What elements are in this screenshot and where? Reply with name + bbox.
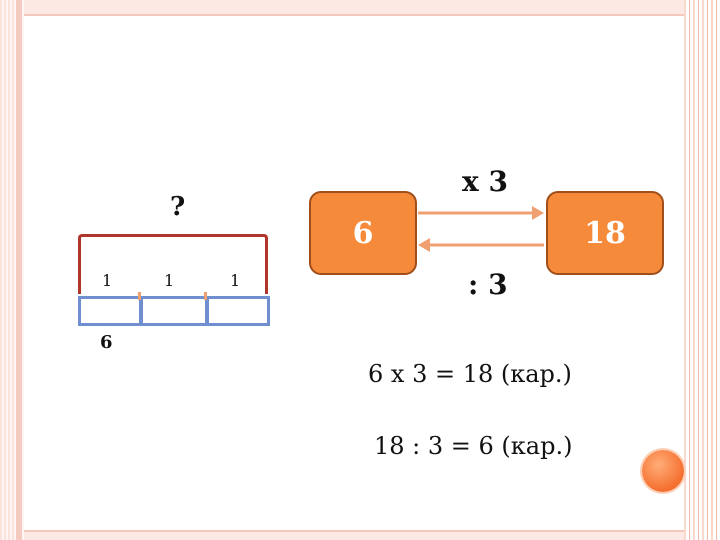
- divide-label: : 3: [468, 268, 508, 301]
- frame-bottom-border: [24, 530, 684, 540]
- part-label: 1: [102, 271, 113, 290]
- part-segment: [206, 296, 270, 326]
- multiplication-equation: 6 x 3 = 18 (кар.): [368, 360, 572, 388]
- part-segment: [140, 296, 208, 326]
- total-bracket: [78, 234, 268, 294]
- frame-top-border: [24, 0, 684, 16]
- multiply-arrowhead: [532, 206, 544, 220]
- part-label: 1: [164, 271, 175, 290]
- frame-right-border: [684, 0, 720, 540]
- part-label: 1: [230, 271, 241, 290]
- segment-divider: [204, 292, 207, 300]
- multiply-label: x 3: [462, 165, 508, 198]
- unknown-total-label: ?: [170, 192, 186, 222]
- part-value-label: 6: [100, 332, 113, 353]
- result-value-box: 18: [546, 191, 664, 275]
- divide-arrowhead: [418, 238, 430, 252]
- segment-divider: [138, 292, 141, 300]
- start-value-box: 6: [309, 191, 417, 275]
- decorative-circle: [642, 450, 684, 492]
- frame-left-border: [0, 0, 24, 540]
- division-equation: 18 : 3 = 6 (кар.): [374, 432, 573, 460]
